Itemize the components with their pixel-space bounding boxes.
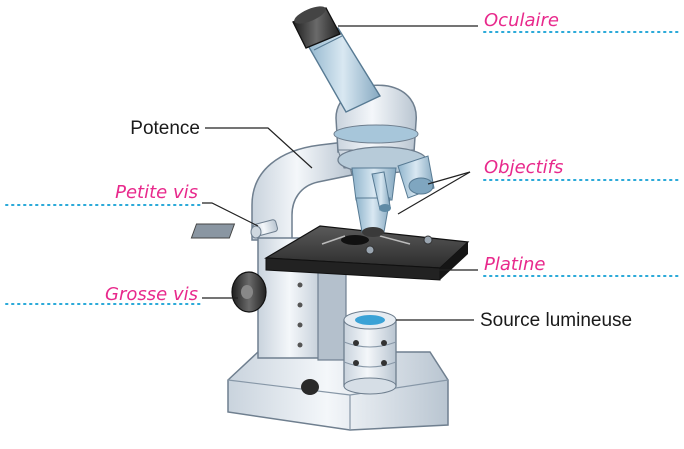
base	[228, 352, 448, 430]
leader-petite-vis	[202, 203, 258, 226]
label-platine: Platine	[484, 254, 545, 275]
eyepiece-tube	[292, 3, 380, 112]
label-objectifs: Objectifs	[484, 157, 563, 178]
light-source	[344, 311, 396, 394]
label-oculaire: Oculaire	[484, 10, 559, 31]
label-grosse-vis: Grosse vis	[105, 284, 198, 305]
stage-platine	[191, 224, 468, 280]
microscope-illustration	[191, 3, 468, 430]
leader-objectifs-1	[428, 172, 470, 184]
label-petite-vis: Petite vis	[115, 182, 198, 203]
objectives	[338, 147, 434, 237]
label-source-lumineuse: Source lumineuse	[480, 310, 632, 331]
coarse-focus-knob	[232, 272, 266, 312]
label-potence: Potence	[130, 118, 200, 139]
